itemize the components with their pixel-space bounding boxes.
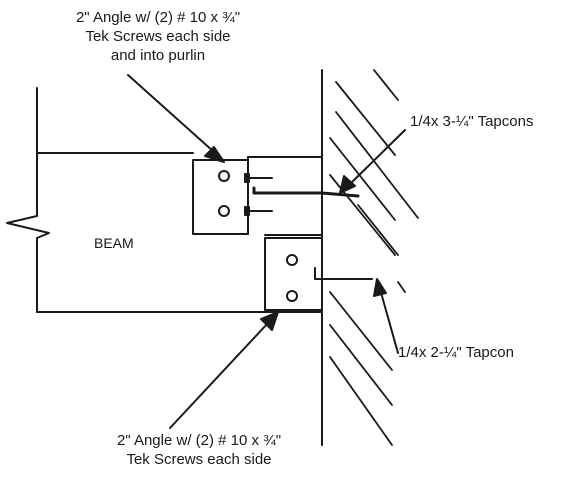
tapcon-bottom-callout: 1/4x 2-¼" Tapcon [398,344,514,361]
top-angle-line-3: and into purlin [110,47,206,64]
screw-hole [218,205,230,217]
top-angle-clip [192,156,360,236]
top-angle-line-2: Tek Screws each side [85,28,231,45]
beam-label: BEAM [94,235,134,251]
bottom-angle-line-2: Tek Screws each side [126,451,272,468]
screw-hole [286,254,298,266]
screw-hole [218,170,230,182]
tapcons-top-callout: 1/4x 3-¼" Tapcons [410,113,534,130]
bottom-angle-line-1: 2" Angle w/ (2) # 10 x ¾" [116,432,282,449]
screw-hole [286,290,298,302]
beam-break-line [6,87,50,313]
tapcon-anchor-bottom [314,267,373,280]
top-angle-callout: 2" Angle w/ (2) # 10 x ¾" Tek Screws eac… [22,8,294,65]
bottom-angle-leg [264,237,323,311]
leader-lines [127,74,406,429]
top-angle-line-1: 2" Angle w/ (2) # 10 x ¾" [75,9,241,26]
tapcon-anchor-top [252,186,360,198]
bottom-angle-clip [264,237,373,311]
bottom-angle-callout: 2" Angle w/ (2) # 10 x ¾" Tek Screws eac… [68,431,330,469]
wall-hatching [329,69,419,446]
top-angle-flange [247,156,323,236]
top-angle-leg [192,159,249,235]
